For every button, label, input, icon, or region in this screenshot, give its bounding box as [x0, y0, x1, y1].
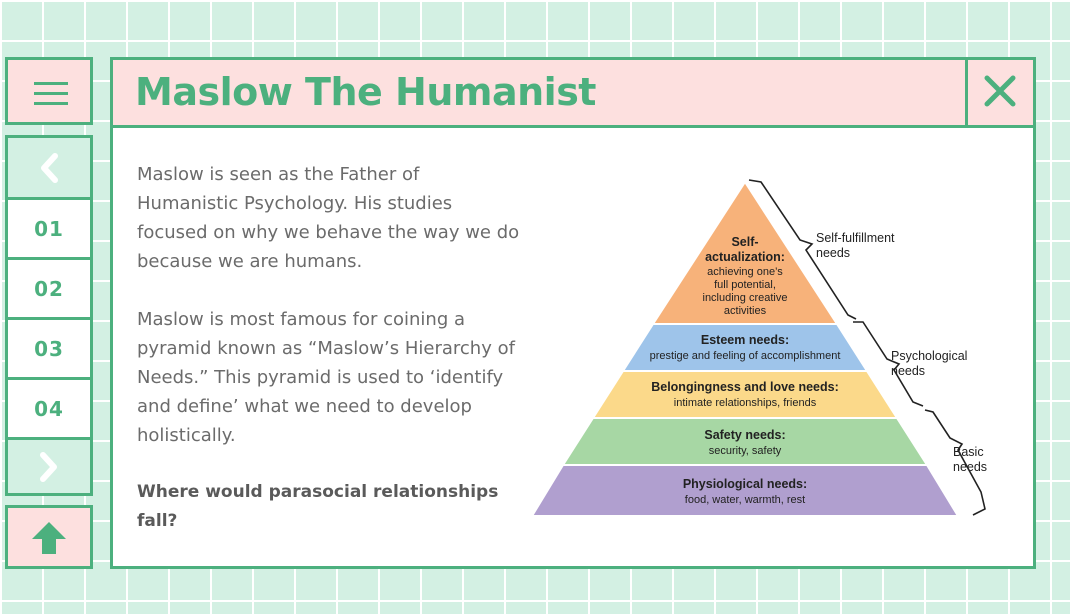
group-label: needs: [816, 246, 850, 260]
group-label: Psychological: [891, 349, 967, 363]
close-icon: [984, 75, 1016, 107]
tier-desc: intimate relationships, friends: [674, 397, 817, 409]
tier-desc: activities: [724, 305, 767, 317]
paragraph: Maslow is most famous for coining a pyra…: [137, 309, 515, 446]
nav-item-label: 03: [34, 336, 64, 361]
tier-desc: full potential,: [714, 279, 776, 291]
group-label: Self-fulfillment: [816, 231, 895, 245]
tier-physiological: [531, 464, 960, 517]
paragraph: Maslow is seen as the Father of Humanist…: [137, 164, 520, 272]
tier-belonging: [591, 370, 899, 419]
tier-esteem: [621, 323, 869, 372]
brace-psychological: [853, 321, 924, 407]
tier-label: Self-: [731, 235, 758, 249]
brace-self-fulfillment: [748, 179, 857, 320]
tier-label: Belongingness and love needs:: [651, 380, 839, 394]
close-button[interactable]: [965, 60, 1033, 125]
brace-basic: [924, 409, 986, 516]
nav-item-01[interactable]: 01: [8, 200, 90, 260]
nav-item-label: 02: [34, 276, 64, 301]
title-bar: Maslow The Humanist: [113, 60, 1033, 128]
tier-desc: achieving one’s: [707, 266, 783, 278]
menu-button[interactable]: [5, 57, 93, 125]
back-to-top-button[interactable]: [5, 505, 93, 569]
previous-button[interactable]: [8, 138, 90, 200]
nav-item-label: 01: [34, 216, 64, 241]
group-label: Basic: [953, 445, 984, 459]
slide-body: Maslow is seen as the Father of Humanist…: [137, 160, 525, 479]
slide-navigation: 01 02 03 04: [5, 135, 93, 496]
chevron-left-icon: [41, 152, 58, 183]
tier-label: Physiological needs:: [683, 477, 807, 491]
discussion-question: Where would parasocial relationships fal…: [137, 482, 499, 531]
nav-item-label: 04: [34, 396, 64, 421]
tier-label: actualization:: [705, 250, 785, 264]
tier-desc: security, safety: [709, 445, 782, 457]
group-label: needs: [953, 460, 987, 474]
maslow-pyramid-diagram: Self- actualization: achieving one’s ful…: [531, 179, 987, 517]
nav-item-04[interactable]: 04: [8, 380, 90, 440]
nav-item-02[interactable]: 02: [8, 260, 90, 320]
tier-label: Esteem needs:: [701, 333, 789, 347]
chevron-right-icon: [40, 451, 57, 482]
tier-desc: including creative: [703, 292, 788, 304]
nav-item-03[interactable]: 03: [8, 320, 90, 380]
tier-desc: prestige and feeling of accomplishment: [650, 350, 841, 362]
next-button[interactable]: [8, 440, 90, 493]
slide-panel: Maslow The Humanist Maslow is seen as th…: [110, 57, 1036, 569]
page-title: Maslow The Humanist: [135, 70, 596, 114]
arrow-up-icon: [32, 522, 66, 554]
group-label: needs: [891, 364, 925, 378]
tier-label: Safety needs:: [704, 428, 785, 442]
tier-desc: food, water, warmth, rest: [685, 494, 805, 506]
